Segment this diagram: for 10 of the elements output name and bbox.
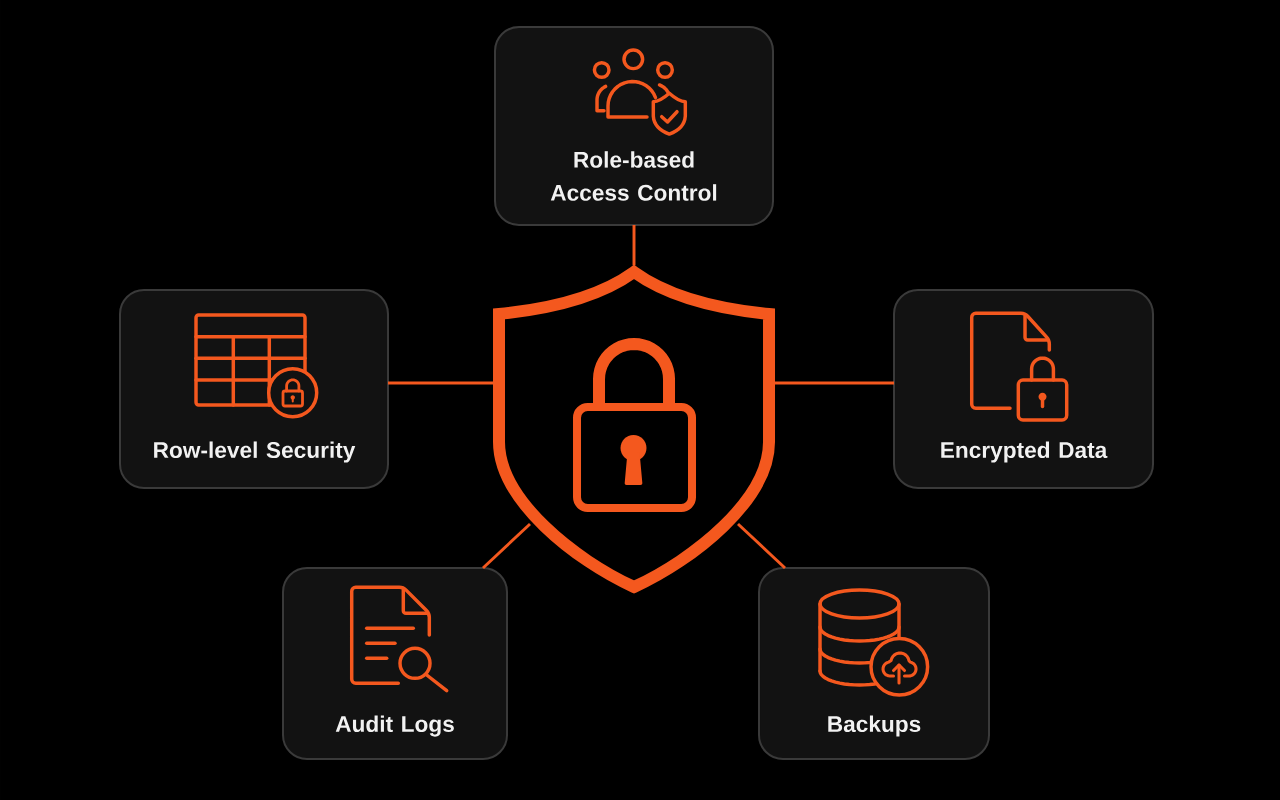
feature-card: Encrypted Data bbox=[893, 289, 1154, 489]
connector-line bbox=[632, 225, 636, 265]
feature-card: Row-level Security bbox=[119, 289, 389, 489]
connector-line bbox=[482, 522, 531, 570]
shield-lock-icon bbox=[493, 266, 775, 593]
feature-card: Role-based Access Control bbox=[494, 26, 774, 226]
connector-line bbox=[388, 381, 493, 385]
connector-line bbox=[737, 522, 786, 570]
feature-card: Audit Logs bbox=[282, 567, 508, 760]
connector-line bbox=[775, 381, 894, 385]
